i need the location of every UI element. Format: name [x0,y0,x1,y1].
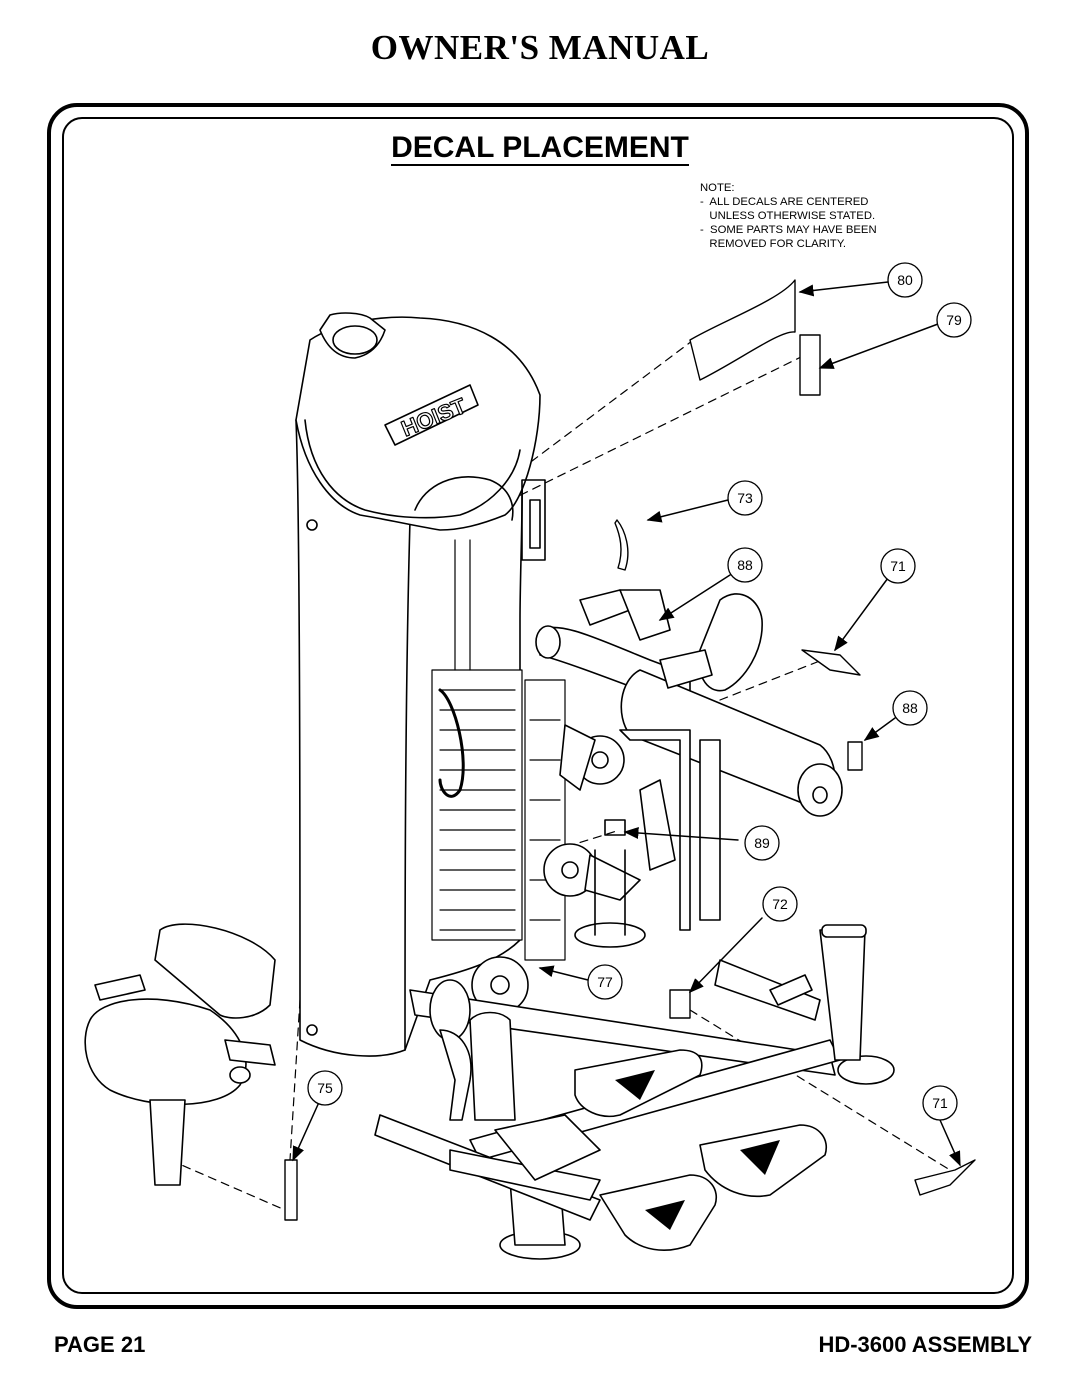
callout-88-upper: 88 [727,547,763,583]
note-line-1: - ALL DECALS ARE CENTERED [700,196,869,208]
leg-extension-arm [535,589,843,817]
manual-title: OWNER'S MANUAL [370,28,710,67]
svg-text:88: 88 [737,557,753,573]
section-title: DECAL PLACEMENT [0,131,1080,166]
rear-frame [574,729,721,948]
outer-frame [47,103,1029,1309]
callout-73: 73 [727,480,763,516]
section-title-text: DECAL PLACEMENT [391,131,689,166]
note-block: NOTE: - ALL DECALS ARE CENTERED UNLESS O… [700,181,877,251]
base-frame [374,924,895,1260]
svg-text:77: 77 [597,974,613,990]
svg-text:79: 79 [946,312,962,328]
foot-plates [494,1049,827,1251]
decals [284,279,976,1221]
svg-text:71: 71 [890,558,906,574]
note-line-2: UNLESS OTHERWISE STATED. [700,210,876,222]
weight-plates [431,539,523,941]
svg-text:71: 71 [932,1095,948,1111]
callout-71-lower: 71 [922,1085,958,1121]
callout-89: 89 [744,825,780,861]
cam-pulleys [471,724,641,1014]
callout-79: 79 [936,302,972,338]
svg-text:89: 89 [754,835,770,851]
callout-88-lower: 88 [892,690,928,726]
svg-text:88: 88 [902,700,918,716]
callout-72: 72 [762,886,798,922]
note-line-4: REMOVED FOR CLARITY. [700,238,847,250]
seat-assembly [84,923,276,1186]
svg-text:75: 75 [317,1080,333,1096]
callout-77: 77 [587,964,623,1000]
page-number: PAGE 21 [54,1332,146,1357]
inner-frame [62,117,1014,1294]
svg-text:73: 73 [737,490,753,506]
guide-rail [524,679,566,961]
assembly-label: HD-3600 ASSEMBLY [818,1332,1032,1357]
callout-markers: 80 79 73 88 71 88 89 72 77 75 71 [307,262,972,1121]
note-line-3: - SOME PARTS MAY HAVE BEEN [700,224,877,236]
callout-71-upper: 71 [880,548,916,584]
callout-75: 75 [307,1070,343,1106]
note-heading: NOTE: [700,182,735,194]
svg-text:80: 80 [897,272,913,288]
leader-lines [292,281,961,1167]
svg-text:72: 72 [772,896,788,912]
callout-80: 80 [887,262,923,298]
